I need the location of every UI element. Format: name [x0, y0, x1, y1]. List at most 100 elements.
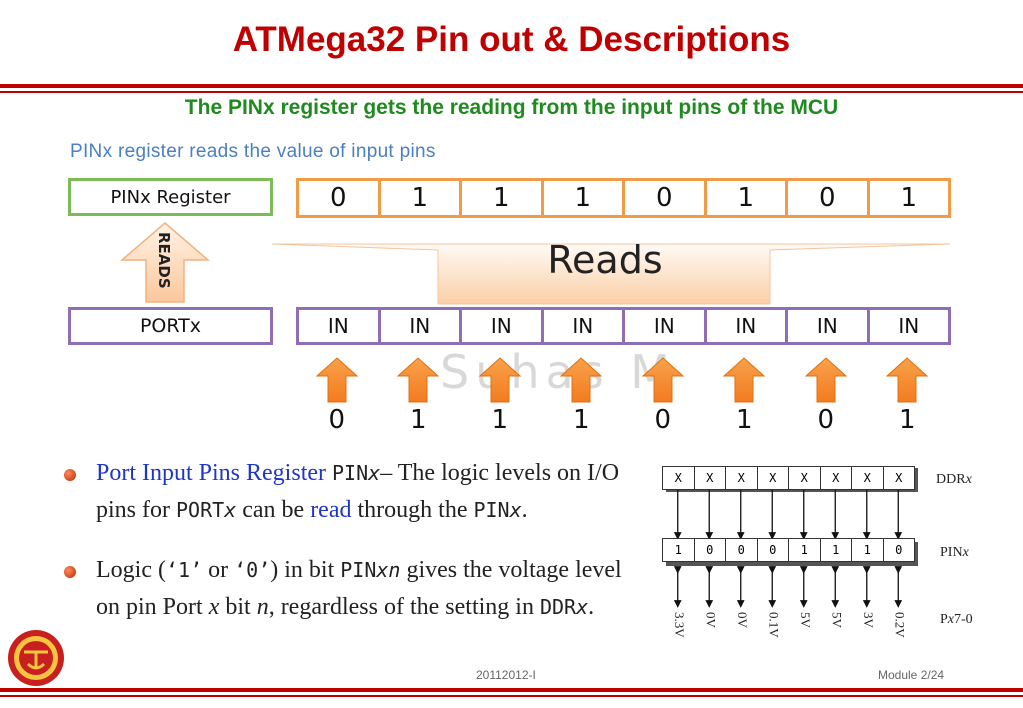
up-arrow-icon — [641, 357, 685, 403]
pinx-register-label: PINx Register — [110, 186, 231, 208]
bullet-2: Logic (‘1’ or ‘0’) in bit PINxn gives th… — [96, 552, 636, 626]
up-arrow-icon — [804, 357, 848, 403]
reads-up-arrow-icon — [119, 222, 211, 303]
voltage-label: 0.1V — [766, 612, 782, 638]
ddr-bit-cell: X — [693, 466, 726, 490]
port-in-cell: IN — [622, 307, 707, 345]
pin-bit-cell: 0 — [785, 178, 870, 218]
code-ddrx: DDRx — [539, 595, 589, 619]
up-arrow-icon — [722, 357, 766, 403]
bullet-1-text3: through the — [357, 497, 468, 523]
bullet-2-text5: , regardless of the setting in — [268, 594, 534, 620]
up-arrow-icon — [396, 357, 440, 403]
title-rule-thin — [0, 91, 1023, 93]
pinx-register-box: PINx Register — [68, 178, 273, 216]
slide-subtitle: The PINx register gets the reading from … — [184, 96, 839, 119]
pin-register-bit-cell: 1 — [819, 538, 852, 562]
bullet-2-or: or — [208, 557, 229, 583]
quote-one: ‘1’ — [165, 558, 203, 582]
bullet-dot-1 — [64, 469, 76, 481]
port-label: Px7-0 — [940, 612, 973, 627]
ddr-bit-cell: X — [725, 466, 758, 490]
portx-label: PORTx — [139, 315, 202, 337]
input-bit-label: 1 — [898, 405, 916, 435]
up-arrow-icon — [559, 357, 603, 403]
code-pinx: PINx — [332, 461, 381, 485]
port-in-cell: IN — [459, 307, 544, 345]
port-in-cell: IN — [540, 307, 625, 345]
input-bit-label: 1 — [735, 405, 753, 435]
footer-rule-thick — [0, 688, 1023, 692]
read-word: read — [310, 497, 352, 523]
pin-bit-cell: 0 — [622, 178, 707, 218]
up-arrow-icon — [885, 357, 929, 403]
voltage-label: 5V — [829, 612, 845, 628]
ddr-label: DDRx — [936, 472, 972, 487]
voltage-label: 0.2V — [892, 612, 908, 638]
code-pinxn: PINxn — [340, 558, 401, 582]
up-arrow-icon — [478, 357, 522, 403]
diagram-caption: PINx register reads the value of input p… — [70, 141, 436, 162]
bullet-2-text2: ) in bit — [270, 557, 335, 583]
bullet-1: Port Input Pins Register PINx– The logic… — [96, 455, 636, 529]
port-in-cell: IN — [377, 307, 462, 345]
pin-bit-cell: 1 — [459, 178, 544, 218]
ddr-bit-cell: X — [662, 466, 695, 490]
voltage-label: 0V — [703, 612, 719, 628]
bullet-2-text4: bit — [225, 594, 251, 620]
input-bit-label: 0 — [654, 405, 672, 435]
bullet-2-end: . — [588, 594, 595, 620]
input-bit-label: 1 — [491, 405, 509, 435]
bullet-1-term: Port Input Pins Register — [96, 460, 327, 486]
input-bit-label: 0 — [328, 405, 346, 435]
port-in-cell: IN — [703, 307, 788, 345]
bullet-1-text1: – The logic levels on I/O pins for — [96, 460, 620, 523]
reads-banner-arrow-icon — [272, 243, 951, 305]
bullet-2-text3: gives the voltage level on pin Port — [96, 557, 622, 620]
footer-rule-thin — [0, 695, 1023, 697]
voltage-label: 5V — [797, 612, 813, 628]
var-x: x — [208, 594, 220, 620]
university-seal-icon — [8, 630, 64, 686]
bullet-1-end: . — [521, 497, 528, 523]
input-bit-label: 0 — [817, 405, 835, 435]
slide-title: ATMega32 Pin out & Descriptions — [232, 20, 791, 59]
footer-date-code: 20112012-I — [476, 668, 536, 682]
bullet-1-text2: can be — [242, 497, 305, 523]
pin-register-bit-cell: 0 — [756, 538, 789, 562]
title-rule-thick — [0, 84, 1023, 88]
ddr-bit-cell: X — [788, 466, 821, 490]
voltage-label: 3V — [860, 612, 876, 628]
pin-register-bit-cell: 1 — [662, 538, 695, 562]
pin-register-bit-cell: 0 — [725, 538, 758, 562]
pin-register-bit-cell: 0 — [882, 538, 915, 562]
pin-register-bit-cell: 0 — [693, 538, 726, 562]
pin-bit-cell: 1 — [703, 178, 788, 218]
footer-page-number: Module 2/24 — [878, 668, 945, 682]
watermark: Suhas M — [440, 345, 676, 399]
ddr-bit-cell: X — [819, 466, 852, 490]
pin-label: PINx — [940, 545, 969, 560]
ddr-bit-cell: X — [882, 466, 915, 490]
code-portx: PORTx — [176, 498, 237, 522]
quote-zero: ‘0’ — [234, 558, 271, 582]
voltage-label: 0V — [734, 612, 750, 628]
reads-banner-label: Reads — [547, 238, 663, 282]
port-in-cell: IN — [785, 307, 870, 345]
bullet-2-text1: Logic ( — [96, 557, 166, 583]
up-arrow-icon — [315, 357, 359, 403]
voltage-label: 3.3V — [671, 612, 687, 638]
pin-register-bit-cell: 1 — [788, 538, 821, 562]
pin-bit-cell: 1 — [377, 178, 462, 218]
pin-register-bit-cell: 1 — [851, 538, 884, 562]
port-in-cell: IN — [866, 307, 951, 345]
pin-bit-cell: 1 — [866, 178, 951, 218]
code-pinx-2: PINx — [473, 498, 522, 522]
var-n: n — [256, 594, 269, 620]
reads-vertical-label: READS — [155, 232, 173, 289]
port-in-cell: IN — [296, 307, 381, 345]
input-bit-label: 1 — [572, 405, 590, 435]
input-bit-label: 1 — [409, 405, 427, 435]
portx-box: PORTx — [68, 307, 273, 345]
pin-bit-cell: 0 — [296, 178, 381, 218]
